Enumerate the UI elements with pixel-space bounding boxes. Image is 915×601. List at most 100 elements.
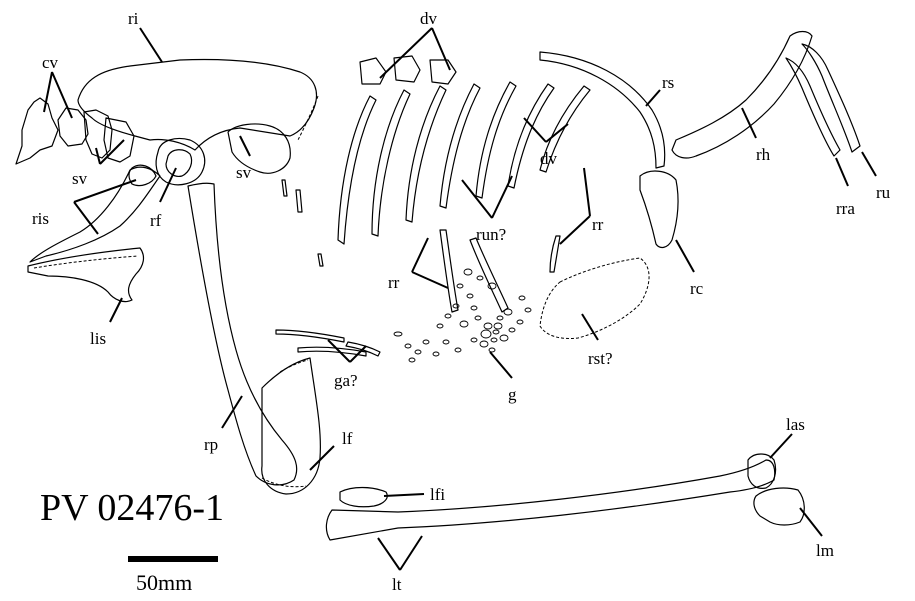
caudal-vertebra-3 <box>83 109 113 159</box>
left-fibula <box>339 486 388 508</box>
tibiotarsus-end <box>747 453 777 489</box>
femur-head-inner <box>165 149 193 177</box>
right-femur-head <box>155 137 206 186</box>
gastralia-2 <box>297 346 367 357</box>
gastrolith <box>393 331 403 337</box>
leader-run <box>461 175 513 219</box>
scale-bar-label: 50mm <box>136 570 192 595</box>
label-lt: lt <box>392 575 402 594</box>
gastrolith <box>454 347 462 353</box>
gastrolith <box>466 293 474 299</box>
rib-5 <box>475 81 517 199</box>
ilium-dashed-edge <box>297 95 319 141</box>
leader-lt <box>377 535 423 571</box>
gastrolith <box>459 320 469 328</box>
label-sv-left: sv <box>72 169 88 188</box>
sacral-vertebra-right <box>227 123 291 174</box>
right-coracoid <box>639 170 679 249</box>
leader-lf <box>309 445 335 471</box>
left-ischium-dashed <box>33 255 139 269</box>
gastrolith <box>422 339 430 345</box>
leader-ris <box>73 179 137 235</box>
label-ga: ga? <box>334 371 358 390</box>
label-ru: ru <box>876 183 891 202</box>
leader-rc <box>675 239 695 273</box>
left-femur <box>261 357 321 495</box>
gastrolith <box>499 334 509 342</box>
rib-fragment-2 <box>281 179 288 197</box>
rib-fragment-3 <box>317 253 324 267</box>
leader-lis <box>109 297 123 323</box>
ischium-tip <box>128 164 157 187</box>
label-rc: rc <box>690 279 704 298</box>
dorsal-vertebra-1 <box>359 57 387 85</box>
dorsal-vertebra-3 <box>429 59 457 85</box>
right-pubis <box>187 182 298 486</box>
label-lm: lm <box>816 541 834 560</box>
leader-lfi <box>383 493 425 497</box>
leader-ri <box>139 27 163 63</box>
rib-6 <box>507 83 555 189</box>
rib-8 <box>439 229 459 313</box>
label-ris: ris <box>32 209 49 228</box>
label-rst: rst? <box>588 349 613 368</box>
label-las: las <box>786 415 805 434</box>
gastrolith <box>508 327 516 333</box>
caudal-vertebra-2 <box>57 107 89 147</box>
leader-rh <box>741 107 757 139</box>
leader-rs <box>645 89 661 107</box>
gastrolith <box>474 315 482 321</box>
label-lfi: lfi <box>430 485 445 504</box>
leader-sv-left <box>95 139 125 165</box>
gastrolith <box>490 337 498 343</box>
leader-cv <box>43 71 73 119</box>
leader-rf <box>159 167 177 203</box>
gastrolith <box>503 308 513 316</box>
left-femur-dashed <box>261 359 309 488</box>
gastrolith <box>452 303 460 309</box>
left-metatarsal <box>753 487 805 526</box>
bone-outlines <box>15 30 861 541</box>
right-humerus <box>671 30 813 159</box>
label-dv-top: dv <box>420 9 438 28</box>
gastrolith <box>463 268 473 276</box>
rib-3 <box>405 85 447 223</box>
specimen-id: PV 02476-1 <box>40 487 224 529</box>
label-rh: rh <box>756 145 771 164</box>
right-sternum <box>539 257 650 339</box>
label-sv-right: sv <box>236 163 252 182</box>
gastrolith <box>436 323 444 329</box>
leader-sv-right <box>239 135 251 157</box>
leader-ga <box>327 339 367 363</box>
label-rr-right: rr <box>592 215 604 234</box>
rib-2 <box>371 89 411 237</box>
gastrolith <box>408 357 416 363</box>
leader-las <box>769 433 793 459</box>
gastralia-1 <box>275 329 345 343</box>
leader-lm <box>799 507 823 537</box>
gastrolith <box>480 329 492 339</box>
right-radius <box>785 57 841 157</box>
leader-rr-left <box>411 237 449 289</box>
gastrolith <box>492 329 500 335</box>
label-lis: lis <box>90 329 106 348</box>
leader-lines <box>43 27 877 571</box>
label-rf: rf <box>150 211 162 230</box>
label-dv-mid: dv <box>540 149 558 168</box>
rib-4 <box>439 83 481 209</box>
anatomical-labels: ri cv dv rs sv sv ris rf dv run? rr rh r… <box>32 9 891 594</box>
rib-7 <box>539 85 591 173</box>
label-ri: ri <box>128 9 139 28</box>
gastrolith <box>479 340 489 348</box>
label-rr-left: rr <box>388 273 400 292</box>
rib-1 <box>337 95 377 245</box>
gastrolith <box>456 283 464 289</box>
caudal-vertebra-1 <box>15 97 59 165</box>
label-cv: cv <box>42 53 59 72</box>
label-lf: lf <box>342 429 353 448</box>
gastroliths <box>393 268 532 363</box>
gastrolith <box>470 305 478 311</box>
gastrolith <box>432 351 440 357</box>
